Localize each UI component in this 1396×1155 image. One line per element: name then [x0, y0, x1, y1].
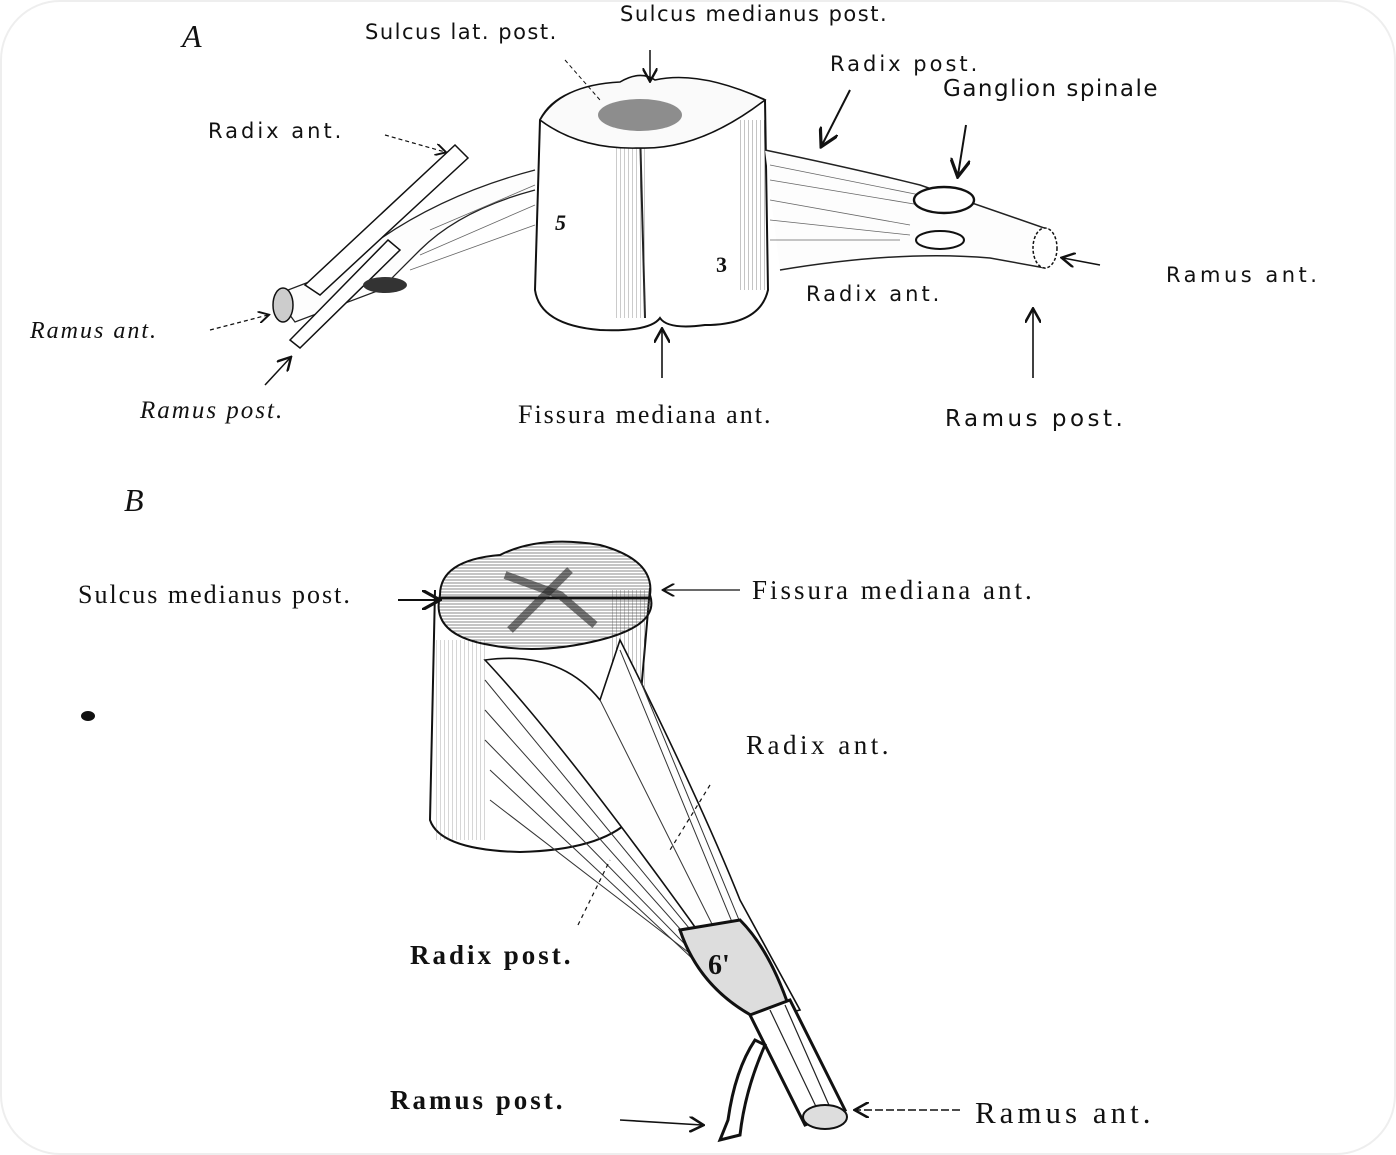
label-b-ramus-post: Ramus post.: [390, 1085, 566, 1115]
panel-b-art: [81, 540, 960, 1143]
panel-a-letter: A: [182, 18, 202, 54]
label-a-radix-ant-left: Radix ant.: [208, 119, 345, 143]
number-6-prime: 6': [708, 950, 730, 981]
label-b-fissura-mediana-ant: Fissura mediana ant.: [752, 575, 1035, 605]
panel-a-art: [209, 50, 1101, 386]
label-b-radix-ant: Radix ant.: [746, 730, 892, 760]
label-b-radix-post: Radix post.: [410, 940, 574, 970]
label-a-ramus-ant-left: Ramus ant.: [30, 318, 158, 344]
label-a-ramus-ant-right: Ramus ant.: [1166, 263, 1321, 287]
label-a-ganglion-spinale: Ganglion spinale: [943, 76, 1160, 102]
number-5: 5: [555, 210, 566, 235]
label-a-ramus-post-left: Ramus post.: [140, 397, 285, 424]
number-3: 3: [716, 252, 727, 277]
label-a-radix-post: Radix post.: [830, 52, 981, 76]
panel-b-letter: B: [124, 482, 144, 518]
label-b-sulcus-medianus-post: Sulcus medianus post.: [78, 580, 352, 609]
label-a-fissura-mediana-ant: Fissura mediana ant.: [518, 400, 773, 429]
label-a-sulcus-lat-post: Sulcus lat. post.: [365, 20, 558, 44]
label-a-radix-ant-right: Radix ant.: [806, 282, 943, 306]
label-a-sulcus-medianus-post: Sulcus medianus post.: [620, 2, 889, 26]
label-a-ramus-post-right: Ramus post.: [945, 406, 1127, 432]
label-b-ramus-ant: Ramus ant.: [975, 1095, 1155, 1130]
